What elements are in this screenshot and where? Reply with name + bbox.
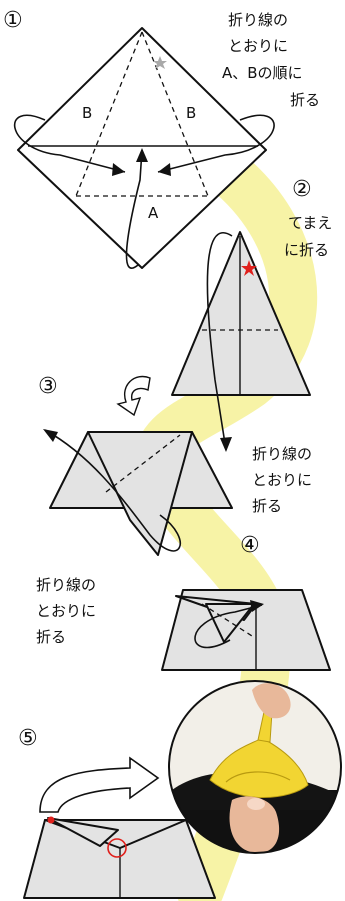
photo-hand-yellow-origami <box>168 680 342 854</box>
step-5-diagram <box>23 756 216 899</box>
svg-text:折る: 折る <box>290 91 320 109</box>
step-4-diagram <box>161 589 331 671</box>
svg-text:折る: 折る <box>252 497 282 515</box>
circle-marker-icon <box>107 838 127 858</box>
svg-text:折り線の: 折り線の <box>36 576 96 594</box>
step-1-instruction: 折り線の とおりに A、Bの順に 折る <box>222 11 320 109</box>
step-4-instruction: 折り線の とおりに 折る <box>36 576 96 646</box>
svg-text:折る: 折る <box>36 628 66 646</box>
step-3-instruction: 折り線の とおりに 折る <box>252 445 312 515</box>
step-3-diagram <box>43 429 233 556</box>
label-a: A <box>148 204 159 222</box>
svg-text:とおりに: とおりに <box>36 602 96 620</box>
label-b-right: B <box>186 104 196 122</box>
step-2-instruction: てまえ に折る <box>284 214 332 259</box>
star-icon <box>153 56 167 69</box>
svg-text:折り線の: 折り線の <box>228 11 288 29</box>
label-b-left: B <box>82 104 92 122</box>
step-3-number: ③ <box>38 374 58 399</box>
step-1-number: ① <box>3 8 23 33</box>
step-5-number: ⑤ <box>18 726 38 751</box>
svg-text:に折る: に折る <box>284 241 329 259</box>
svg-text:A、Bの順に: A、Bの順に <box>222 64 303 82</box>
svg-text:とおりに: とおりに <box>252 471 312 489</box>
step-2-diagram <box>171 231 311 452</box>
curved-arrow-icon <box>39 756 160 813</box>
svg-text:とおりに: とおりに <box>228 37 288 55</box>
curved-arrow-icon <box>116 375 151 417</box>
step-1-diagram: B B A <box>13 27 275 269</box>
star-icon <box>241 260 257 276</box>
red-dot-marker <box>47 816 55 824</box>
step-2-number: ② <box>292 177 312 202</box>
step-4-number: ④ <box>240 533 260 558</box>
svg-text:てまえ: てまえ <box>288 214 332 232</box>
svg-text:折り線の: 折り線の <box>252 445 312 463</box>
